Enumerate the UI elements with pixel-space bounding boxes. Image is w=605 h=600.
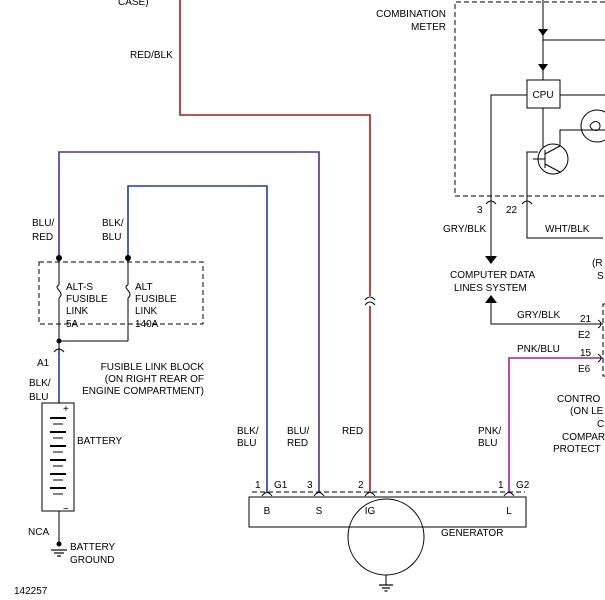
label-gen-blk-blu-2: BLU — [237, 438, 256, 449]
label-gen-pnk-blu-1: PNK/ — [478, 426, 502, 437]
label-battery-wire-2: BLU — [29, 392, 48, 403]
generator-terminal-block — [248, 496, 527, 528]
label-battery-wire-1: BLK/ — [29, 378, 51, 389]
label-battery-ground-2: GROUND — [70, 555, 114, 566]
label-fusible-link-block-2: (ON RIGHT REAR OF — [105, 374, 204, 385]
label-computer-data-2: LINES SYSTEM — [454, 283, 527, 294]
control-module-outline — [602, 303, 605, 377]
connector-a1-icon — [53, 348, 65, 353]
diode-icon — [538, 64, 548, 71]
label-alt-4: 140A — [135, 319, 159, 330]
wire-blu-red — [58, 151, 320, 492]
generator-pin-glyphs — [261, 492, 515, 497]
label-wht-blk: WHT/BLK — [545, 224, 590, 235]
label-battery-ground-1: BATTERY — [70, 542, 116, 553]
label-partial-r: (R — [592, 258, 603, 269]
label-combination-meter-2: METER — [411, 22, 446, 33]
label-case: CASE) — [118, 0, 149, 8]
label-alts-1: ALT-S — [66, 282, 93, 293]
label-control-1: CONTRO — [557, 394, 601, 405]
label-fusible-link-block-1: FUSIBLE LINK BLOCK — [101, 362, 205, 373]
label-pin-2: 2 — [358, 480, 364, 491]
label-blk-blu-1: BLK/ — [102, 218, 124, 229]
label-control-2: (ON LE — [570, 406, 604, 417]
wire-pnk-blu — [508, 357, 603, 492]
label-alts-2: FUSIBLE — [66, 294, 108, 305]
label-gen-pnk-blu-2: BLU — [478, 438, 497, 449]
lamp-icon — [580, 109, 605, 143]
terminal-ig: IG — [365, 506, 376, 517]
label-g1: G1 — [274, 480, 288, 491]
diode-icon — [538, 29, 548, 36]
label-control-3: C — [597, 419, 604, 430]
label-cpu: CPU — [532, 90, 553, 101]
terminal-b: B — [264, 506, 271, 517]
wire-red-blk — [179, 0, 371, 296]
generator-icon — [347, 498, 425, 576]
terminal-l: L — [506, 506, 512, 517]
label-gry-blk: GRY/BLK — [443, 224, 486, 235]
wire-blk-blu — [127, 185, 268, 492]
battery-cells-icon — [50, 417, 66, 495]
label-partial-s: S — [597, 271, 604, 282]
label-e2: E2 — [578, 330, 591, 341]
label-alt-3: LINK — [135, 306, 158, 317]
ground-icon — [51, 541, 67, 557]
label-pin-1b: 1 — [498, 480, 504, 491]
label-pin-22: 22 — [506, 205, 518, 216]
wire-gry-blk-control — [490, 303, 603, 325]
label-blk-blu-2: BLU — [102, 232, 121, 243]
fuse-alt-icon — [125, 284, 131, 299]
label-alt-2: FUSIBLE — [135, 294, 177, 305]
label-blu-red-2: RED — [32, 232, 53, 243]
label-battery: BATTERY — [77, 436, 123, 447]
label-gen-blk-blu-1: BLK/ — [237, 426, 259, 437]
label-e6: E6 — [578, 364, 591, 375]
label-generator: GENERATOR — [441, 528, 503, 539]
wire-wht-blk — [526, 198, 603, 239]
label-control-4: COMPAR — [562, 432, 605, 443]
battery-plus: + — [63, 404, 69, 415]
arrow-up-icon — [485, 295, 497, 303]
label-red-blk: RED/BLK — [130, 50, 173, 61]
label-gen-red: RED — [342, 426, 363, 437]
fusible-link-block-outline — [38, 261, 204, 325]
label-pin-15: 15 — [580, 348, 592, 359]
generator-ground-icon — [379, 584, 393, 592]
label-gry-blk-2: GRY/BLK — [517, 310, 560, 321]
label-pin-21: 21 — [580, 314, 592, 325]
label-gen-blu-red-1: BLU/ — [287, 426, 309, 437]
label-fusible-link-block-3: ENGINE COMPARTMENT) — [82, 386, 204, 397]
arrow-down-icon — [485, 256, 497, 264]
label-nca: NCA — [28, 527, 49, 538]
label-combination-meter: COMBINATION — [376, 9, 446, 20]
label-g2: G2 — [516, 480, 530, 491]
label-blu-red-1: BLU/ — [32, 218, 54, 229]
combination-meter-outline — [454, 1, 605, 197]
inline-connector-icon — [364, 296, 376, 306]
fuse-alts-icon — [56, 284, 62, 299]
label-pin-1a: 1 — [255, 480, 261, 491]
battery-minus: − — [63, 504, 69, 515]
label-a1: A1 — [37, 358, 50, 369]
label-pin-3b: 3 — [307, 480, 313, 491]
label-pin-3: 3 — [477, 205, 483, 216]
label-alts-4: 5A — [66, 319, 79, 330]
terminal-s: S — [316, 506, 323, 517]
label-alt-1: ALT — [135, 282, 153, 293]
label-control-5: PROTECT — [553, 444, 601, 455]
label-gen-blu-red-2: RED — [287, 438, 308, 449]
battery-icon — [41, 402, 75, 512]
label-alts-3: LINK — [66, 306, 89, 317]
label-computer-data-1: COMPUTER DATA — [450, 270, 536, 281]
label-pnk-blu: PNK/BLU — [517, 344, 560, 355]
figure-id: 142257 — [14, 586, 48, 597]
